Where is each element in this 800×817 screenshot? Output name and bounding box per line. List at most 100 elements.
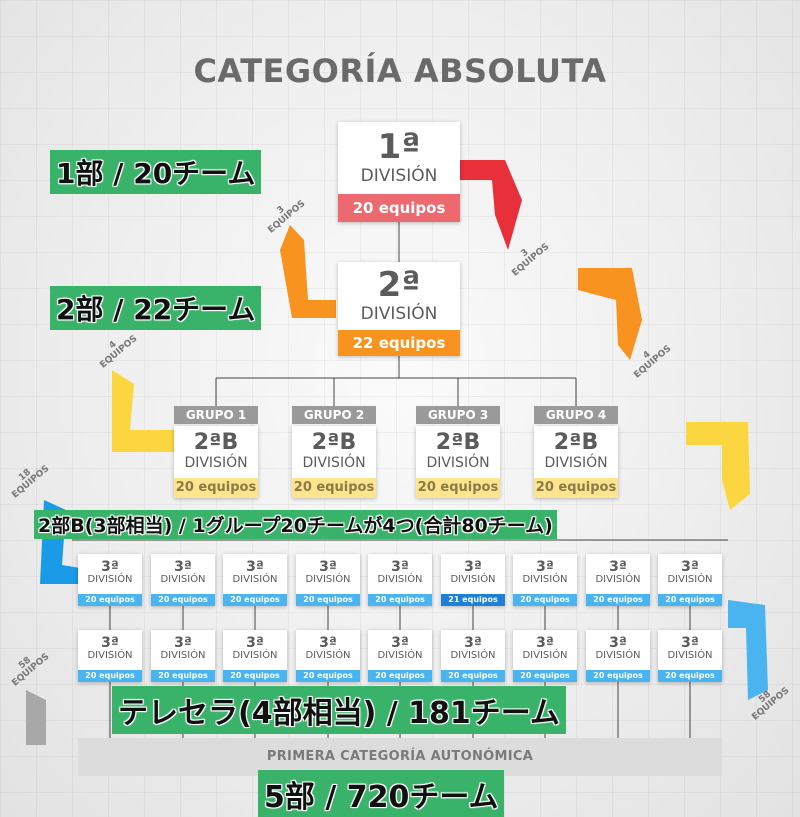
division-2b-box: 2ªB DIVISIÓN 20 equipos	[292, 426, 376, 498]
division-2-box: 2ª DIVISIÓN 22 equipos	[338, 262, 460, 356]
team-count: 20 equipos	[296, 594, 360, 606]
left-grey-bar	[26, 690, 46, 745]
division-number: 3ª	[246, 559, 264, 575]
division-1-box: 1ª DIVISIÓN 20 equipos	[338, 122, 460, 222]
division-number: 3ª	[609, 559, 627, 575]
division-number: 2ªB	[193, 430, 239, 455]
banner-division-2b: 2部B(3部相当) / 1グループ20チームが4つ(合計80チーム)	[34, 510, 557, 539]
division-label: DIVISIÓN	[160, 574, 206, 585]
team-count: 20 equipos	[151, 594, 215, 606]
team-count: 20 equipos	[441, 670, 505, 682]
team-count: 20 equipos	[174, 478, 258, 498]
group-header: GRUPO 2	[292, 406, 376, 424]
team-count: 20 equipos	[296, 670, 360, 682]
division-number: 2ªB	[311, 430, 357, 455]
division-number: 3ª	[681, 559, 699, 575]
team-count: 20 equipos	[586, 594, 650, 606]
division-label: DIVISIÓN	[305, 650, 351, 661]
division-number: 3ª	[609, 635, 627, 651]
division-number: 3ª	[391, 635, 409, 651]
page-title: CATEGORÍA ABSOLUTA	[193, 52, 607, 90]
division-label: DIVISIÓN	[667, 650, 713, 661]
team-count: 20 equipos	[368, 594, 432, 606]
division-number: 3ª	[391, 559, 409, 575]
banner-tercera: テレセラ(4部相当) / 181チーム	[112, 686, 566, 734]
right-orange-arrow	[578, 268, 642, 360]
left-yellow-arrow	[112, 370, 175, 452]
team-count: 20 equipos	[513, 594, 577, 606]
right-yellow-arrow	[686, 422, 750, 510]
division-label: DIVISIÓN	[377, 574, 423, 585]
team-count: 20 equipos	[513, 670, 577, 682]
team-count: 20 equipos	[78, 594, 142, 606]
team-count: 20 equipos	[223, 670, 287, 682]
team-count: 20 equipos	[338, 194, 460, 222]
division-label: DIVISIÓN	[522, 650, 568, 661]
division-label: DIVISIÓN	[87, 650, 133, 661]
group-header: GRUPO 1	[174, 406, 258, 424]
division-2b-box: 2ªB DIVISIÓN 20 equipos	[416, 426, 500, 498]
division-label: DIVISIÓN	[595, 574, 641, 585]
division-number: 3ª	[174, 635, 192, 651]
division-number: 3ª	[681, 635, 699, 651]
division-number: 3ª	[101, 559, 119, 575]
left-orange-arrow	[280, 225, 336, 318]
division-label: DIVISIÓN	[544, 455, 608, 471]
division-label: DIVISIÓN	[595, 650, 641, 661]
division-label: DIVISIÓN	[184, 455, 248, 471]
division-2b-box: 2ªB DIVISIÓN 20 equipos	[174, 426, 258, 498]
team-count: 20 equipos	[292, 478, 376, 498]
banner-quinta: 5部 / 720チーム	[258, 770, 505, 817]
division-label: DIVISIÓN	[360, 166, 438, 186]
division-label: DIVISIÓN	[426, 455, 490, 471]
right-blue-arrow	[728, 600, 768, 700]
division-number: 1ª	[377, 127, 421, 167]
team-count: 20 equipos	[151, 670, 215, 682]
team-count: 20 equipos	[78, 670, 142, 682]
division-label: DIVISIÓN	[305, 574, 351, 585]
division-number: 3ª	[101, 635, 119, 651]
division-number: 3ª	[536, 559, 554, 575]
team-count: 20 equipos	[416, 478, 500, 498]
division-label: DIVISIÓN	[232, 574, 278, 585]
division-number: 3ª	[174, 559, 192, 575]
division-label: DIVISIÓN	[377, 650, 423, 661]
division-number: 3ª	[319, 559, 337, 575]
division-number: 3ª	[464, 559, 482, 575]
team-count: 20 equipos	[223, 594, 287, 606]
group-header: GRUPO 4	[534, 406, 618, 424]
division-label: DIVISIÓN	[450, 574, 496, 585]
division-2b-box: 2ªB DIVISIÓN 20 equipos	[534, 426, 618, 498]
team-count: 20 equipos	[368, 670, 432, 682]
primera-autonomica-bar: PRIMERA CATEGORÍA AUTONÓMICA	[78, 738, 722, 776]
division-label: DIVISIÓN	[667, 574, 713, 585]
team-count: 21 equipos	[441, 594, 505, 606]
division-number: 3ª	[319, 635, 337, 651]
division-label: DIVISIÓN	[160, 650, 206, 661]
team-count: 20 equipos	[534, 478, 618, 498]
division-label: DIVISIÓN	[522, 574, 568, 585]
division-label: DIVISIÓN	[450, 650, 496, 661]
division-number: 3ª	[536, 635, 554, 651]
banner-division-1: 1部 / 20チーム	[50, 150, 262, 194]
red-arrow	[460, 160, 522, 250]
division-number: 2ª	[377, 265, 421, 305]
division-label: DIVISIÓN	[87, 574, 133, 585]
division-label: DIVISIÓN	[302, 455, 366, 471]
division-label: DIVISIÓN	[232, 650, 278, 661]
